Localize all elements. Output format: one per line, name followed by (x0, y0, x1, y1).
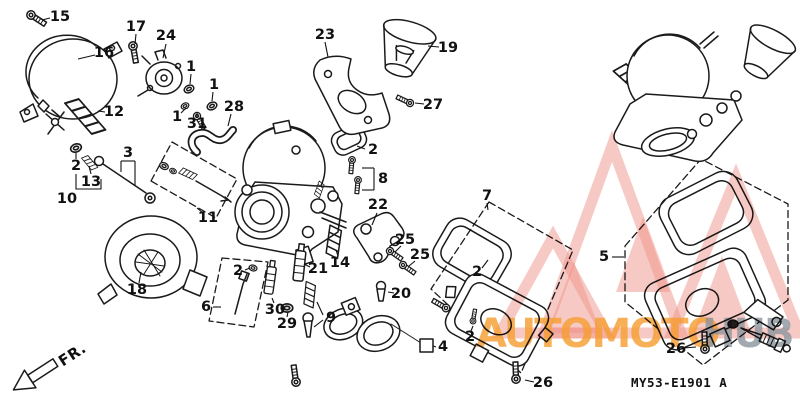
callout-22: 22 (368, 197, 388, 213)
kit-box-11 (150, 141, 238, 219)
callout-7: 7 (482, 188, 492, 204)
callout-21: 21 (308, 261, 328, 277)
callout-14: 14 (330, 255, 350, 271)
part-4-float (323, 296, 434, 353)
leader-line (324, 41, 329, 58)
part-18-diaphragm (97, 215, 208, 305)
callout-16: 16 (94, 45, 114, 61)
leader-line (75, 174, 102, 190)
leader-line (683, 346, 697, 349)
callout-1: 1 (172, 109, 182, 125)
callout-20: 20 (391, 286, 411, 302)
callout-29: 29 (277, 316, 297, 332)
part-code: MY53-E1901 A (631, 375, 727, 390)
callout-31: 31 (187, 116, 207, 132)
part-16-vacuum-chamber-cover (19, 34, 123, 123)
kit-box-6 (208, 257, 269, 328)
part-9-float-valve-set (302, 280, 317, 338)
callout-8: 8 (378, 171, 388, 187)
callout-2: 2 (233, 263, 243, 279)
leader-line (313, 319, 324, 328)
callout-23: 23 (315, 27, 335, 43)
watermark-text-primary: AUTOMOTO (476, 311, 719, 357)
leader-line (470, 325, 474, 332)
leader-line (427, 45, 440, 48)
watermark-triangle-logo (490, 130, 800, 339)
leader-line (189, 73, 192, 85)
callout-1: 1 (209, 77, 219, 93)
leader-line (286, 311, 289, 318)
part-10-starter-valve (37, 99, 65, 135)
leader-line (524, 379, 535, 383)
part-24-air-cut-valve (137, 49, 183, 97)
callout-26: 26 (666, 341, 686, 357)
callout-17: 17 (126, 19, 146, 35)
leader-line (303, 263, 311, 268)
part-3-jet-needle (93, 155, 156, 204)
leader-line (162, 43, 167, 59)
part-20-float-valve (375, 280, 387, 302)
leader-line (371, 212, 378, 226)
callout-27: 27 (423, 97, 443, 113)
callout-1: 1 (186, 59, 196, 75)
callout-2: 2 (71, 158, 81, 174)
leader-line (77, 54, 96, 60)
part-28-hose (187, 126, 237, 156)
leader-line (387, 291, 395, 294)
leader-line (180, 107, 187, 114)
leader-line (316, 301, 324, 316)
leader-line (432, 345, 437, 348)
leader-line (88, 165, 92, 175)
callout-2: 2 (472, 264, 482, 280)
callout-9: 9 (326, 310, 336, 326)
callout-3: 3 (123, 145, 133, 161)
leader-line (227, 113, 232, 127)
leader-line (196, 207, 204, 214)
part-22-arm (353, 211, 405, 264)
callout-15: 15 (50, 9, 70, 25)
leader-line (41, 17, 51, 21)
callout-25: 25 (395, 232, 415, 248)
callout-10: 10 (57, 191, 77, 207)
part-11-needle-set (157, 160, 232, 203)
callout-19: 19 (438, 40, 458, 56)
leader-line (408, 260, 416, 267)
leader-line (356, 145, 366, 150)
callout-25: 25 (410, 247, 430, 263)
part-23-stay-plate (313, 55, 391, 136)
leader-line (414, 102, 425, 105)
callout-6: 6 (201, 299, 211, 315)
leader-line (486, 202, 489, 211)
watermark-text-secondary: HUB (702, 311, 792, 357)
callout-4: 4 (438, 339, 448, 355)
leader-line (481, 259, 489, 269)
leader-line (335, 249, 339, 257)
leader-line (211, 91, 214, 102)
callout-18: 18 (127, 282, 147, 298)
leader-line (271, 297, 275, 304)
callout-26: 26 (533, 375, 553, 391)
part-2-bowl-gasket (432, 217, 512, 291)
callout-28: 28 (224, 99, 244, 115)
part-19-funnel (382, 18, 437, 78)
kit-box-7 (430, 201, 574, 374)
leader-line (244, 267, 251, 271)
leader-line (394, 245, 402, 253)
part-6-jet-needle-set (234, 263, 259, 315)
leader-line (138, 271, 142, 284)
callout-5: 5 (599, 249, 609, 265)
callout-30: 30 (265, 302, 285, 318)
callout-24: 24 (156, 28, 176, 44)
leader-line (97, 110, 106, 113)
callout-12: 12 (104, 104, 124, 120)
callout-11: 11 (198, 210, 218, 226)
callout-2: 2 (368, 142, 378, 158)
callout-2: 2 (465, 329, 475, 345)
callout-13: 13 (81, 174, 101, 190)
leader-line (134, 33, 137, 45)
